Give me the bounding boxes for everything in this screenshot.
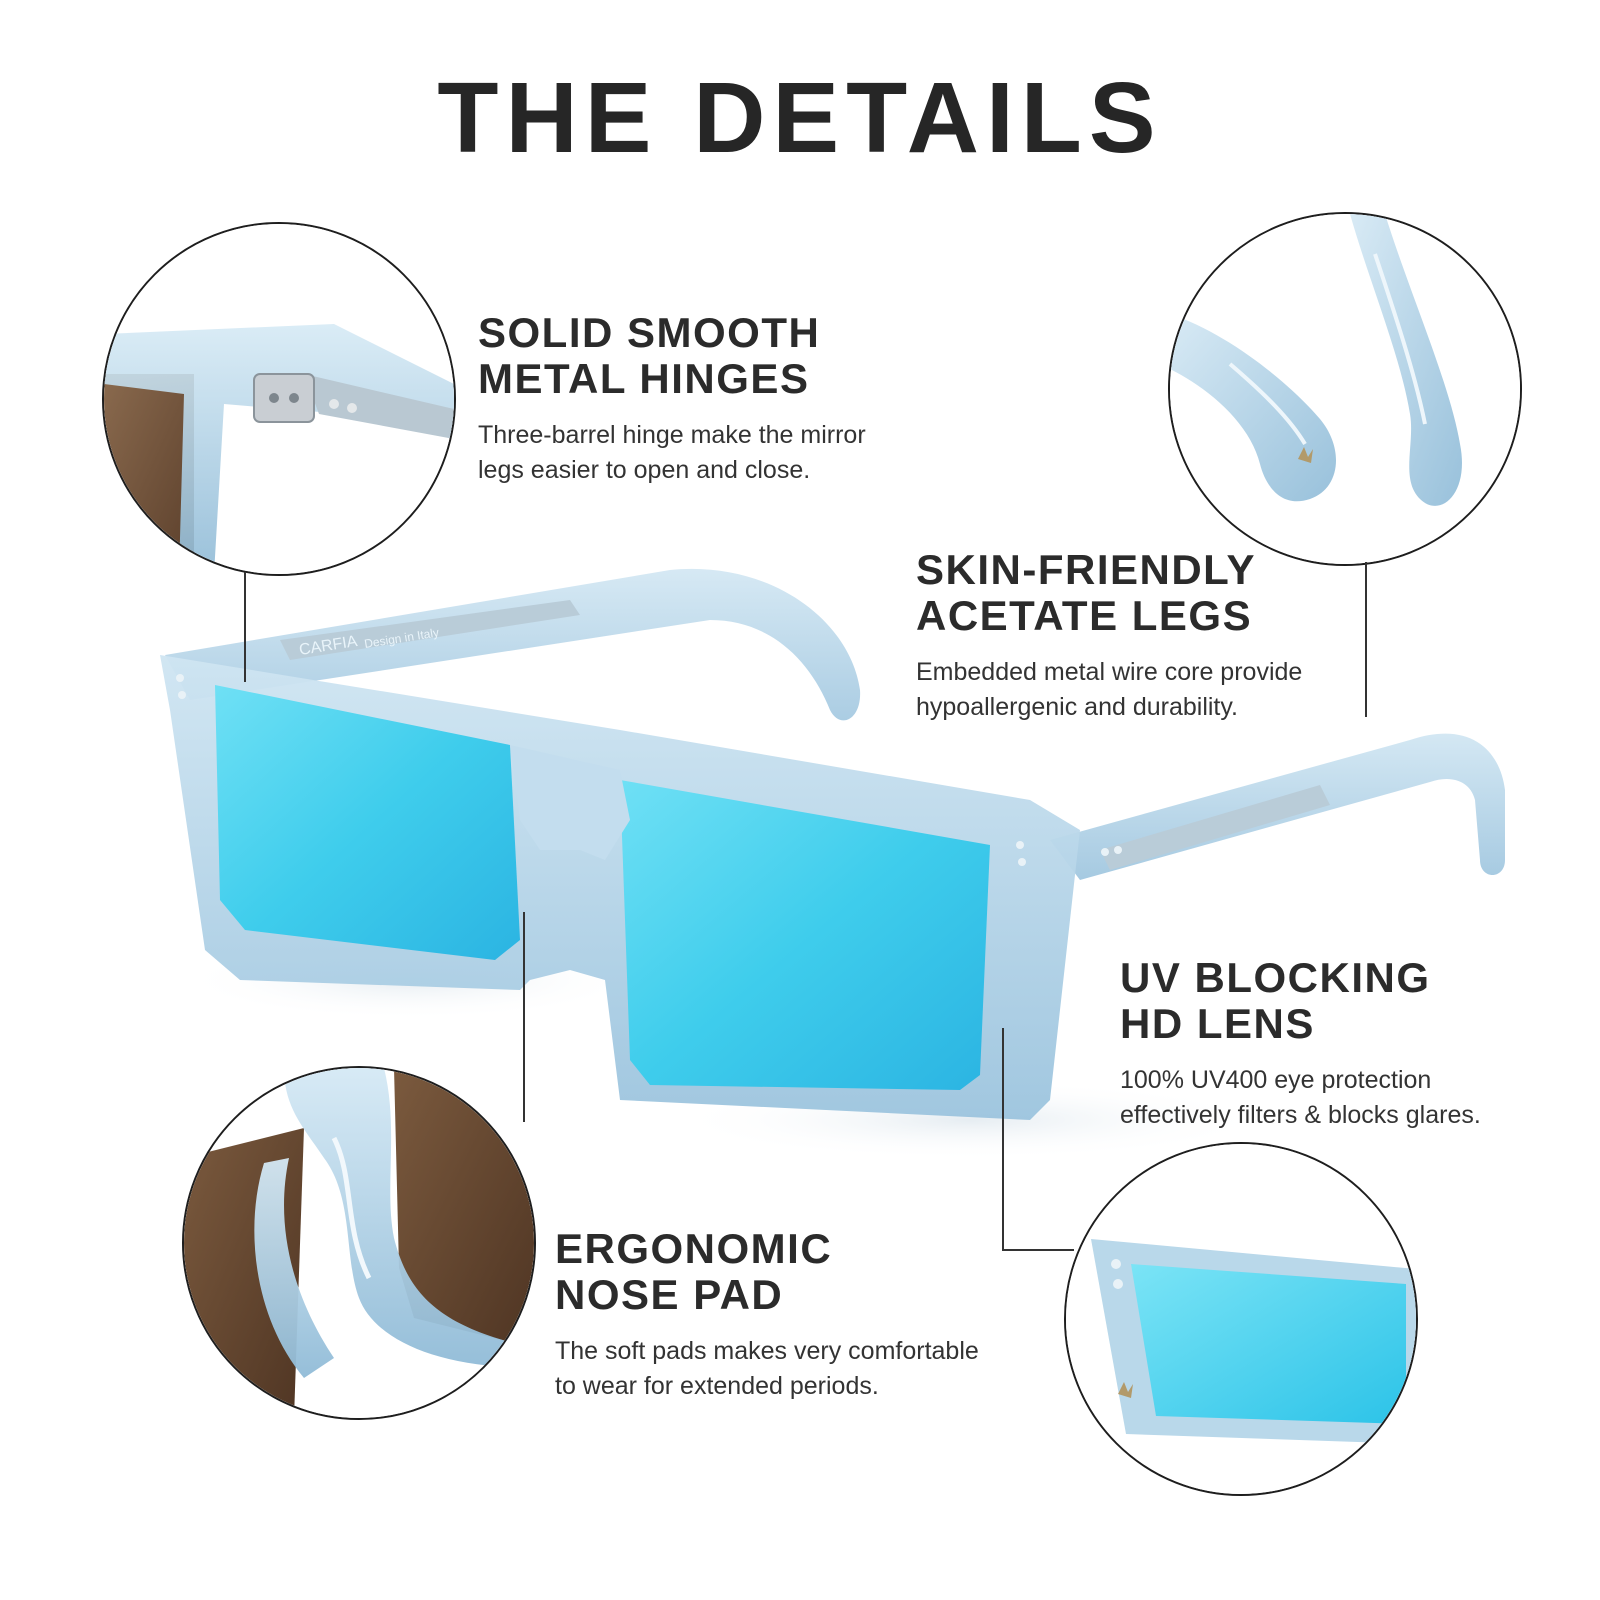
feature-lens-title: UV BLOCKING HD LENS: [1120, 955, 1540, 1047]
feature-nosepad-title: ERGONOMIC NOSE PAD: [555, 1226, 1055, 1318]
feature-legs: SKIN-FRIENDLY ACETATE LEGS Embedded meta…: [916, 547, 1376, 725]
lens-leader-line-vertical: [1002, 1028, 1004, 1250]
feature-legs-desc-line1: Embedded metal wire core provide: [916, 658, 1303, 686]
feature-hinges-title: SOLID SMOOTH METAL HINGES: [478, 310, 998, 402]
feature-legs-title: SKIN-FRIENDLY ACETATE LEGS: [916, 547, 1376, 639]
lens-closeup-image: [1064, 1142, 1418, 1496]
feature-nosepad-desc-line1: The soft pads makes very comfortable: [555, 1337, 979, 1365]
lens-icon: [1066, 1144, 1416, 1494]
feature-legs-desc-line2: hypoallergenic and durability.: [916, 693, 1238, 721]
temple-tip-closeup-image: [1168, 212, 1522, 566]
feature-lens-desc-line2: effectively filters & blocks glares.: [1120, 1101, 1481, 1129]
feature-lens-title-line1: UV BLOCKING: [1120, 954, 1431, 1001]
feature-nosepad: ERGONOMIC NOSE PAD The soft pads makes v…: [555, 1226, 1055, 1404]
feature-nosepad-desc-line2: to wear for extended periods.: [555, 1372, 879, 1400]
sunglasses-icon: CARFIA Design in Italy: [160, 568, 1505, 1160]
feature-lens-description: 100% UV400 eye protection effectively fi…: [1120, 1063, 1540, 1133]
feature-hinges: SOLID SMOOTH METAL HINGES Three-barrel h…: [478, 310, 998, 488]
legs-leader-line: [1365, 562, 1367, 717]
feature-hinges-description: Three-barrel hinge make the mirror legs …: [478, 418, 998, 488]
feature-legs-description: Embedded metal wire core provide hypoall…: [916, 655, 1376, 725]
page-title: THE DETAILS: [437, 62, 1163, 174]
hinge-closeup-image: [102, 222, 456, 576]
feature-legs-title-line1: SKIN-FRIENDLY: [916, 546, 1256, 593]
sunglasses-hero-image: CARFIA Design in Italy: [150, 560, 1550, 1180]
feature-hinges-title-line2: METAL HINGES: [478, 355, 810, 402]
feature-nosepad-description: The soft pads makes very comfortable to …: [555, 1334, 1055, 1404]
feature-nosepad-title-line1: ERGONOMIC: [555, 1225, 833, 1272]
feature-hinges-title-line1: SOLID SMOOTH: [478, 309, 821, 356]
feature-legs-title-line2: ACETATE LEGS: [916, 592, 1253, 639]
feature-lens-desc-line1: 100% UV400 eye protection: [1120, 1066, 1432, 1094]
feature-hinges-desc-line1: Three-barrel hinge make the mirror: [478, 421, 866, 449]
feature-hinges-desc-line2: legs easier to open and close.: [478, 456, 811, 484]
nose-pad-closeup-image: [182, 1066, 536, 1420]
temple-tip-icon: [1170, 214, 1520, 564]
lens-leader-line-horizontal: [1002, 1249, 1074, 1251]
feature-nosepad-title-line2: NOSE PAD: [555, 1271, 784, 1318]
hinge-icon: [104, 224, 454, 574]
feature-lens-title-line2: HD LENS: [1120, 1000, 1315, 1047]
feature-lens: UV BLOCKING HD LENS 100% UV400 eye prote…: [1120, 955, 1540, 1133]
hinge-leader-line: [244, 572, 246, 682]
nosepad-leader-line: [523, 912, 525, 1122]
